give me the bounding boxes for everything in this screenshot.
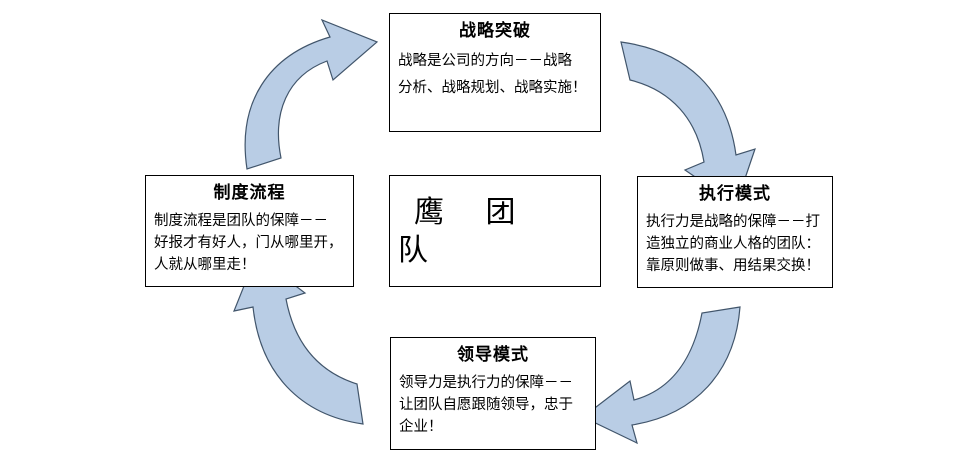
node-process-title: 制度流程 bbox=[213, 183, 286, 203]
node-leadership[interactable]: 领导模式 领导力是执行力的保障－－ 让团队自愿跟随领导，忠于 企业！ bbox=[390, 337, 596, 450]
node-execution-body: 执行力是战略的保障－－打 造独立的商业人格的团队： 靠原则做事、用结果交换！ bbox=[646, 211, 824, 277]
node-strategy-line-2: 分析、战略规划、战略实施！ bbox=[398, 80, 587, 96]
node-process-line-2: 好报才有好人，门从哪里开， bbox=[154, 235, 343, 251]
node-execution-line-2: 造独立的商业人格的团队： bbox=[646, 236, 820, 252]
node-leadership-body: 领导力是执行力的保障－－ 让团队自愿跟随领导，忠于 企业！ bbox=[399, 372, 587, 438]
node-strategy-body: 战略是公司的方向－－战略 分析、战略规划、战略实施！ bbox=[398, 48, 592, 102]
arrow-top-left bbox=[244, 18, 379, 170]
node-execution-line-3: 靠原则做事、用结果交换！ bbox=[646, 258, 820, 274]
node-strategy[interactable]: 战略突破 战略是公司的方向－－战略 分析、战略规划、战略实施！ bbox=[389, 13, 601, 132]
node-execution-line-1: 执行力是战略的保障－－打 bbox=[646, 214, 820, 230]
node-process-body: 制度流程是团队的保障－－ 好报才有好人，门从哪里开， 人就从哪里走！ bbox=[154, 210, 345, 276]
node-process[interactable]: 制度流程 制度流程是团队的保障－－ 好报才有好人，门从哪里开， 人就从哪里走！ bbox=[145, 175, 354, 287]
node-strategy-title: 战略突破 bbox=[459, 21, 531, 41]
node-execution[interactable]: 执行模式 执行力是战略的保障－－打 造独立的商业人格的团队： 靠原则做事、用结果… bbox=[637, 176, 833, 288]
node-execution-title: 执行模式 bbox=[699, 184, 771, 204]
node-process-line-1: 制度流程是团队的保障－－ bbox=[154, 213, 328, 229]
node-center[interactable]: 鹰 团 队 bbox=[389, 175, 601, 287]
node-leadership-line-2: 让团队自愿跟随领导，忠于 bbox=[399, 397, 573, 413]
node-leadership-line-3: 企业！ bbox=[399, 419, 443, 435]
node-leadership-line-1: 领导力是执行力的保障－－ bbox=[399, 375, 573, 391]
node-leadership-title: 领导模式 bbox=[457, 345, 529, 365]
node-process-line-3: 人就从哪里走！ bbox=[154, 257, 256, 273]
arrow-bottom-right bbox=[581, 306, 741, 445]
node-strategy-line-1: 战略是公司的方向－－战略 bbox=[398, 53, 572, 69]
node-center-title: 鹰 团 队 bbox=[398, 195, 532, 268]
